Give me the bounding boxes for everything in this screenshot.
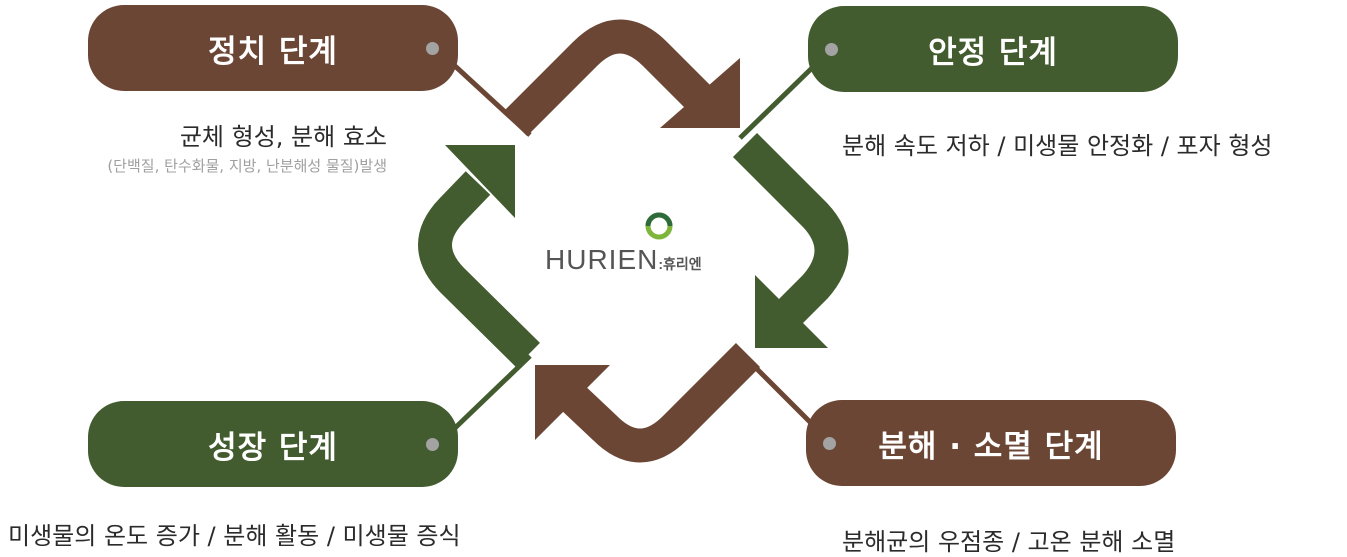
logo-korean: 휴리엔 — [663, 256, 702, 272]
description-top-right: 분해 속도 저하 / 미생물 안정화 / 포자 형성 — [842, 132, 1273, 160]
arrow-left-green — [418, 145, 540, 368]
description-top-left-sub: (단백질, 탄수화물, 지방, 난분해성 물질)발생 — [107, 157, 387, 175]
hurien-logo: HURIEN:휴리엔 — [545, 208, 735, 278]
stage-top-left-title: 정치 단계 — [208, 33, 338, 70]
stage-top-right: 안정 단계 — [808, 6, 1178, 92]
description-top-left: 균체 형성, 분해 효소 — [179, 123, 387, 151]
stage-bottom-left: 성장 단계 — [88, 401, 458, 487]
arrow-top-brown — [502, 19, 740, 137]
stage-top-left: 정치 단계 — [88, 5, 458, 91]
connector-bottom-left — [453, 354, 532, 430]
description-bottom-left: 미생물의 온도 증가 / 분해 활동 / 미생물 증식 — [8, 522, 461, 550]
stage-bottom-right: 분해 · 소멸 단계 — [806, 400, 1176, 486]
arrow-bottom-brown — [535, 342, 761, 463]
arrow-right-green — [732, 132, 849, 348]
stage-bottom-right-title: 분해 · 소멸 단계 — [878, 428, 1104, 465]
stage-top-right-title: 안정 단계 — [928, 34, 1058, 71]
logo-wordmark: HURIEN:휴리엔 — [545, 244, 702, 276]
ring-logo-icon — [645, 212, 673, 240]
logo-separator: : — [658, 256, 664, 272]
description-bottom-right: 분해균의 우점종 / 고온 분해 소멸 — [842, 528, 1176, 556]
connector-top-right — [738, 66, 814, 140]
bullet-dot — [823, 437, 836, 450]
bullet-dot — [426, 438, 439, 451]
bullet-dot — [825, 43, 838, 56]
logo-word: HURIEN — [545, 244, 659, 275]
stage-bottom-left-title: 성장 단계 — [208, 429, 338, 466]
bullet-dot — [426, 42, 439, 55]
